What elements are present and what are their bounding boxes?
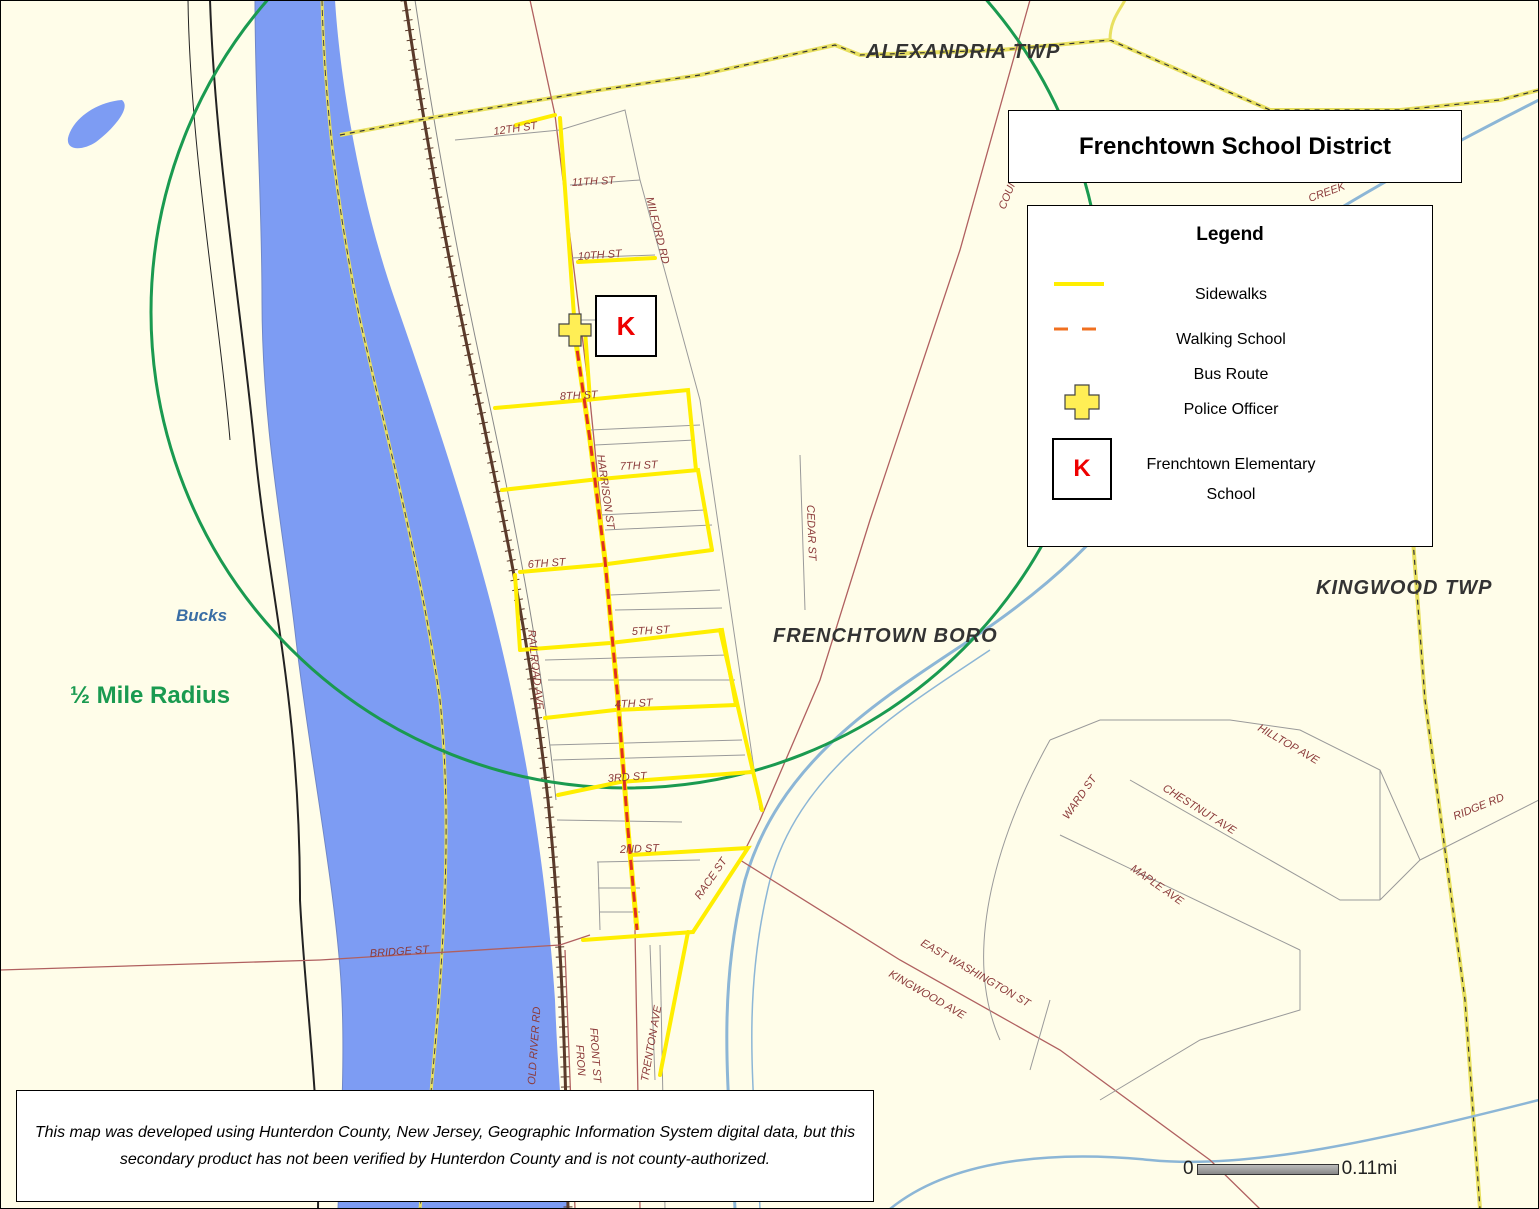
street-label: 12TH ST: [493, 120, 540, 138]
walking-route-legend-icon: [1054, 327, 1104, 331]
river: [255, 0, 568, 1209]
street-label: HILLTOP AVE: [1256, 722, 1322, 767]
street-label: 10TH ST: [577, 248, 623, 263]
street-label: 5TH ST: [632, 624, 672, 638]
street-label: WARD ST: [1061, 772, 1101, 821]
street-label: MAPLE AVE: [1128, 863, 1186, 908]
scale-bar: 0 0.11mi: [1183, 1158, 1397, 1180]
sidewalks-layer: [493, 113, 764, 1077]
pond: [67, 100, 125, 149]
alexandria-twp-label: ALEXANDRIA TWP: [865, 41, 1060, 63]
street-label: KINGWOOD AVE: [887, 968, 968, 1022]
legend-school-label: Frenchtown Elementary School: [1146, 456, 1316, 503]
scale-start: 0: [1183, 1158, 1194, 1179]
street-label: 3RD ST: [607, 770, 648, 785]
street-label: RAILROAD AVE: [525, 629, 545, 711]
street-label: 2ND ST: [619, 843, 661, 856]
street-label: RIDGE RD: [1452, 791, 1506, 822]
disclaimer: This map was developed using Hunterdon C…: [16, 1090, 874, 1202]
scale-bar-graphic: [1196, 1163, 1339, 1175]
street-label: 11TH ST: [572, 175, 617, 189]
legend-bus-route-label: Bus Route: [1193, 366, 1269, 383]
walking-route: [572, 334, 640, 931]
police-officer-legend-icon: [1064, 384, 1100, 420]
street-label: OLD RIVER RD: [526, 1006, 543, 1085]
street-label: CREEK: [1307, 180, 1347, 204]
street-label: 8TH ST: [560, 389, 600, 403]
radius-label: ½ Mile Radius: [70, 682, 231, 709]
street-label: 6TH ST: [527, 556, 567, 571]
street-label: 4TH ST: [615, 697, 655, 711]
sidewalk-legend-line-icon: [1054, 282, 1104, 286]
legend-police-officer-label: Police Officer: [1183, 401, 1279, 418]
school-marker[interactable]: K: [595, 295, 657, 357]
legend-title: Legend: [1196, 224, 1264, 245]
school-legend-icon: K: [1052, 438, 1112, 500]
legend-walking-school-label: Walking School: [1176, 331, 1286, 348]
street-label: CHESTNUT AVE: [1160, 782, 1238, 837]
street-label: BRIDGE ST: [369, 944, 430, 960]
legend-sidewalks-label: Sidewalks: [1194, 286, 1268, 303]
street-label: CEDAR ST: [804, 505, 818, 562]
frenchtown-boro-label: FRENCHTOWN BORO: [773, 625, 998, 647]
scale-end: 0.11mi: [1341, 1158, 1398, 1179]
street-label: FRON: [573, 1044, 587, 1076]
kingwood-twp-label: KINGWOOD TWP: [1316, 577, 1492, 599]
street-label: FRONT ST: [587, 1027, 603, 1084]
police-officer-marker: [558, 313, 592, 347]
street-label: 7TH ST: [620, 459, 660, 473]
map-title: Frenchtown School District: [1008, 110, 1462, 183]
street-label: RACE ST: [693, 855, 731, 902]
legend: Legend Sidewalks Walking School Bus Rout…: [1027, 205, 1433, 547]
bucks-label: Bucks: [176, 606, 227, 625]
